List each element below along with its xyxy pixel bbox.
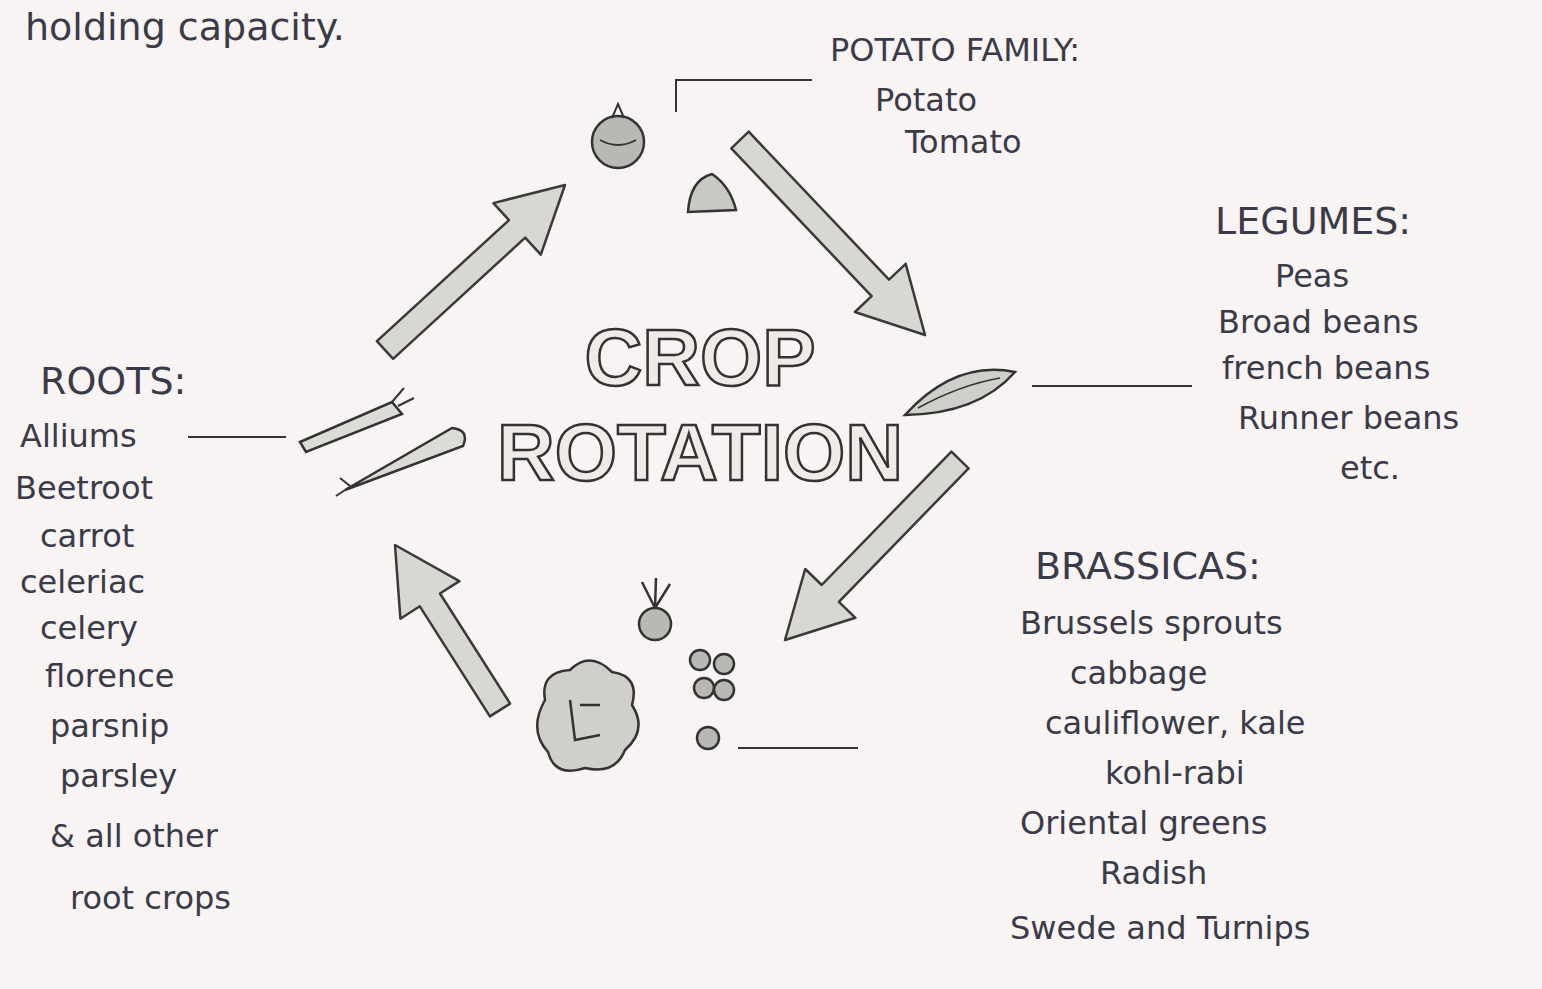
crop-name: cabbage: [1070, 655, 1207, 692]
crop-name: etc.: [1340, 450, 1400, 487]
crop-name: Radish: [1100, 855, 1207, 892]
crop-name: parsley: [60, 758, 177, 795]
group-heading: ROOTS:: [40, 360, 186, 404]
crop-name: celeriac: [20, 564, 145, 601]
leader-line: [1032, 385, 1192, 387]
leader-line: [676, 80, 812, 112]
crop-name: Oriental greens: [1020, 805, 1268, 842]
cycle-arrow: [395, 545, 510, 716]
crop-name: florence: [45, 658, 174, 695]
crop-name: Beetroot: [15, 470, 153, 507]
tomato-icon: [592, 104, 644, 168]
crop-name: parsnip: [50, 708, 169, 745]
crop-name: Alliums: [20, 418, 137, 455]
crop-name: kohl-rabi: [1105, 755, 1245, 792]
cycle-arrow: [377, 185, 565, 359]
diagram-title: CROP ROTATION: [470, 310, 930, 500]
crop-name: & all other: [50, 818, 218, 855]
leader-line: [188, 436, 286, 438]
crop-name: Tomato: [905, 124, 1022, 161]
legume-pod-icon: [905, 370, 1015, 415]
crop-name: Brussels sprouts: [1020, 605, 1283, 642]
potato-icon: [688, 174, 736, 212]
crop-name: root crops: [70, 880, 231, 917]
cycle-arrow: [731, 132, 925, 335]
leader-line: [738, 747, 858, 749]
crop-name: Runner beans: [1238, 400, 1459, 437]
brassica-icon: [537, 578, 734, 771]
crop-name: POTATO FAMILY:: [830, 32, 1080, 69]
crop-name: cauliflower, kale: [1045, 705, 1306, 742]
group-heading: LEGUMES:: [1215, 200, 1411, 244]
crop-name: Potato: [875, 82, 977, 119]
crop-name: Broad beans: [1218, 304, 1419, 341]
group-heading: BRASSICAS:: [1035, 545, 1261, 589]
group-heading: holding capacity.: [25, 6, 345, 50]
root-vegetable-icon: [300, 388, 465, 496]
crop-name: Peas: [1275, 258, 1349, 295]
crop-name: french beans: [1222, 350, 1430, 387]
crop-name: Swede and Turnips: [1010, 910, 1310, 947]
crop-name: carrot: [40, 518, 134, 555]
crop-name: celery: [40, 610, 138, 647]
